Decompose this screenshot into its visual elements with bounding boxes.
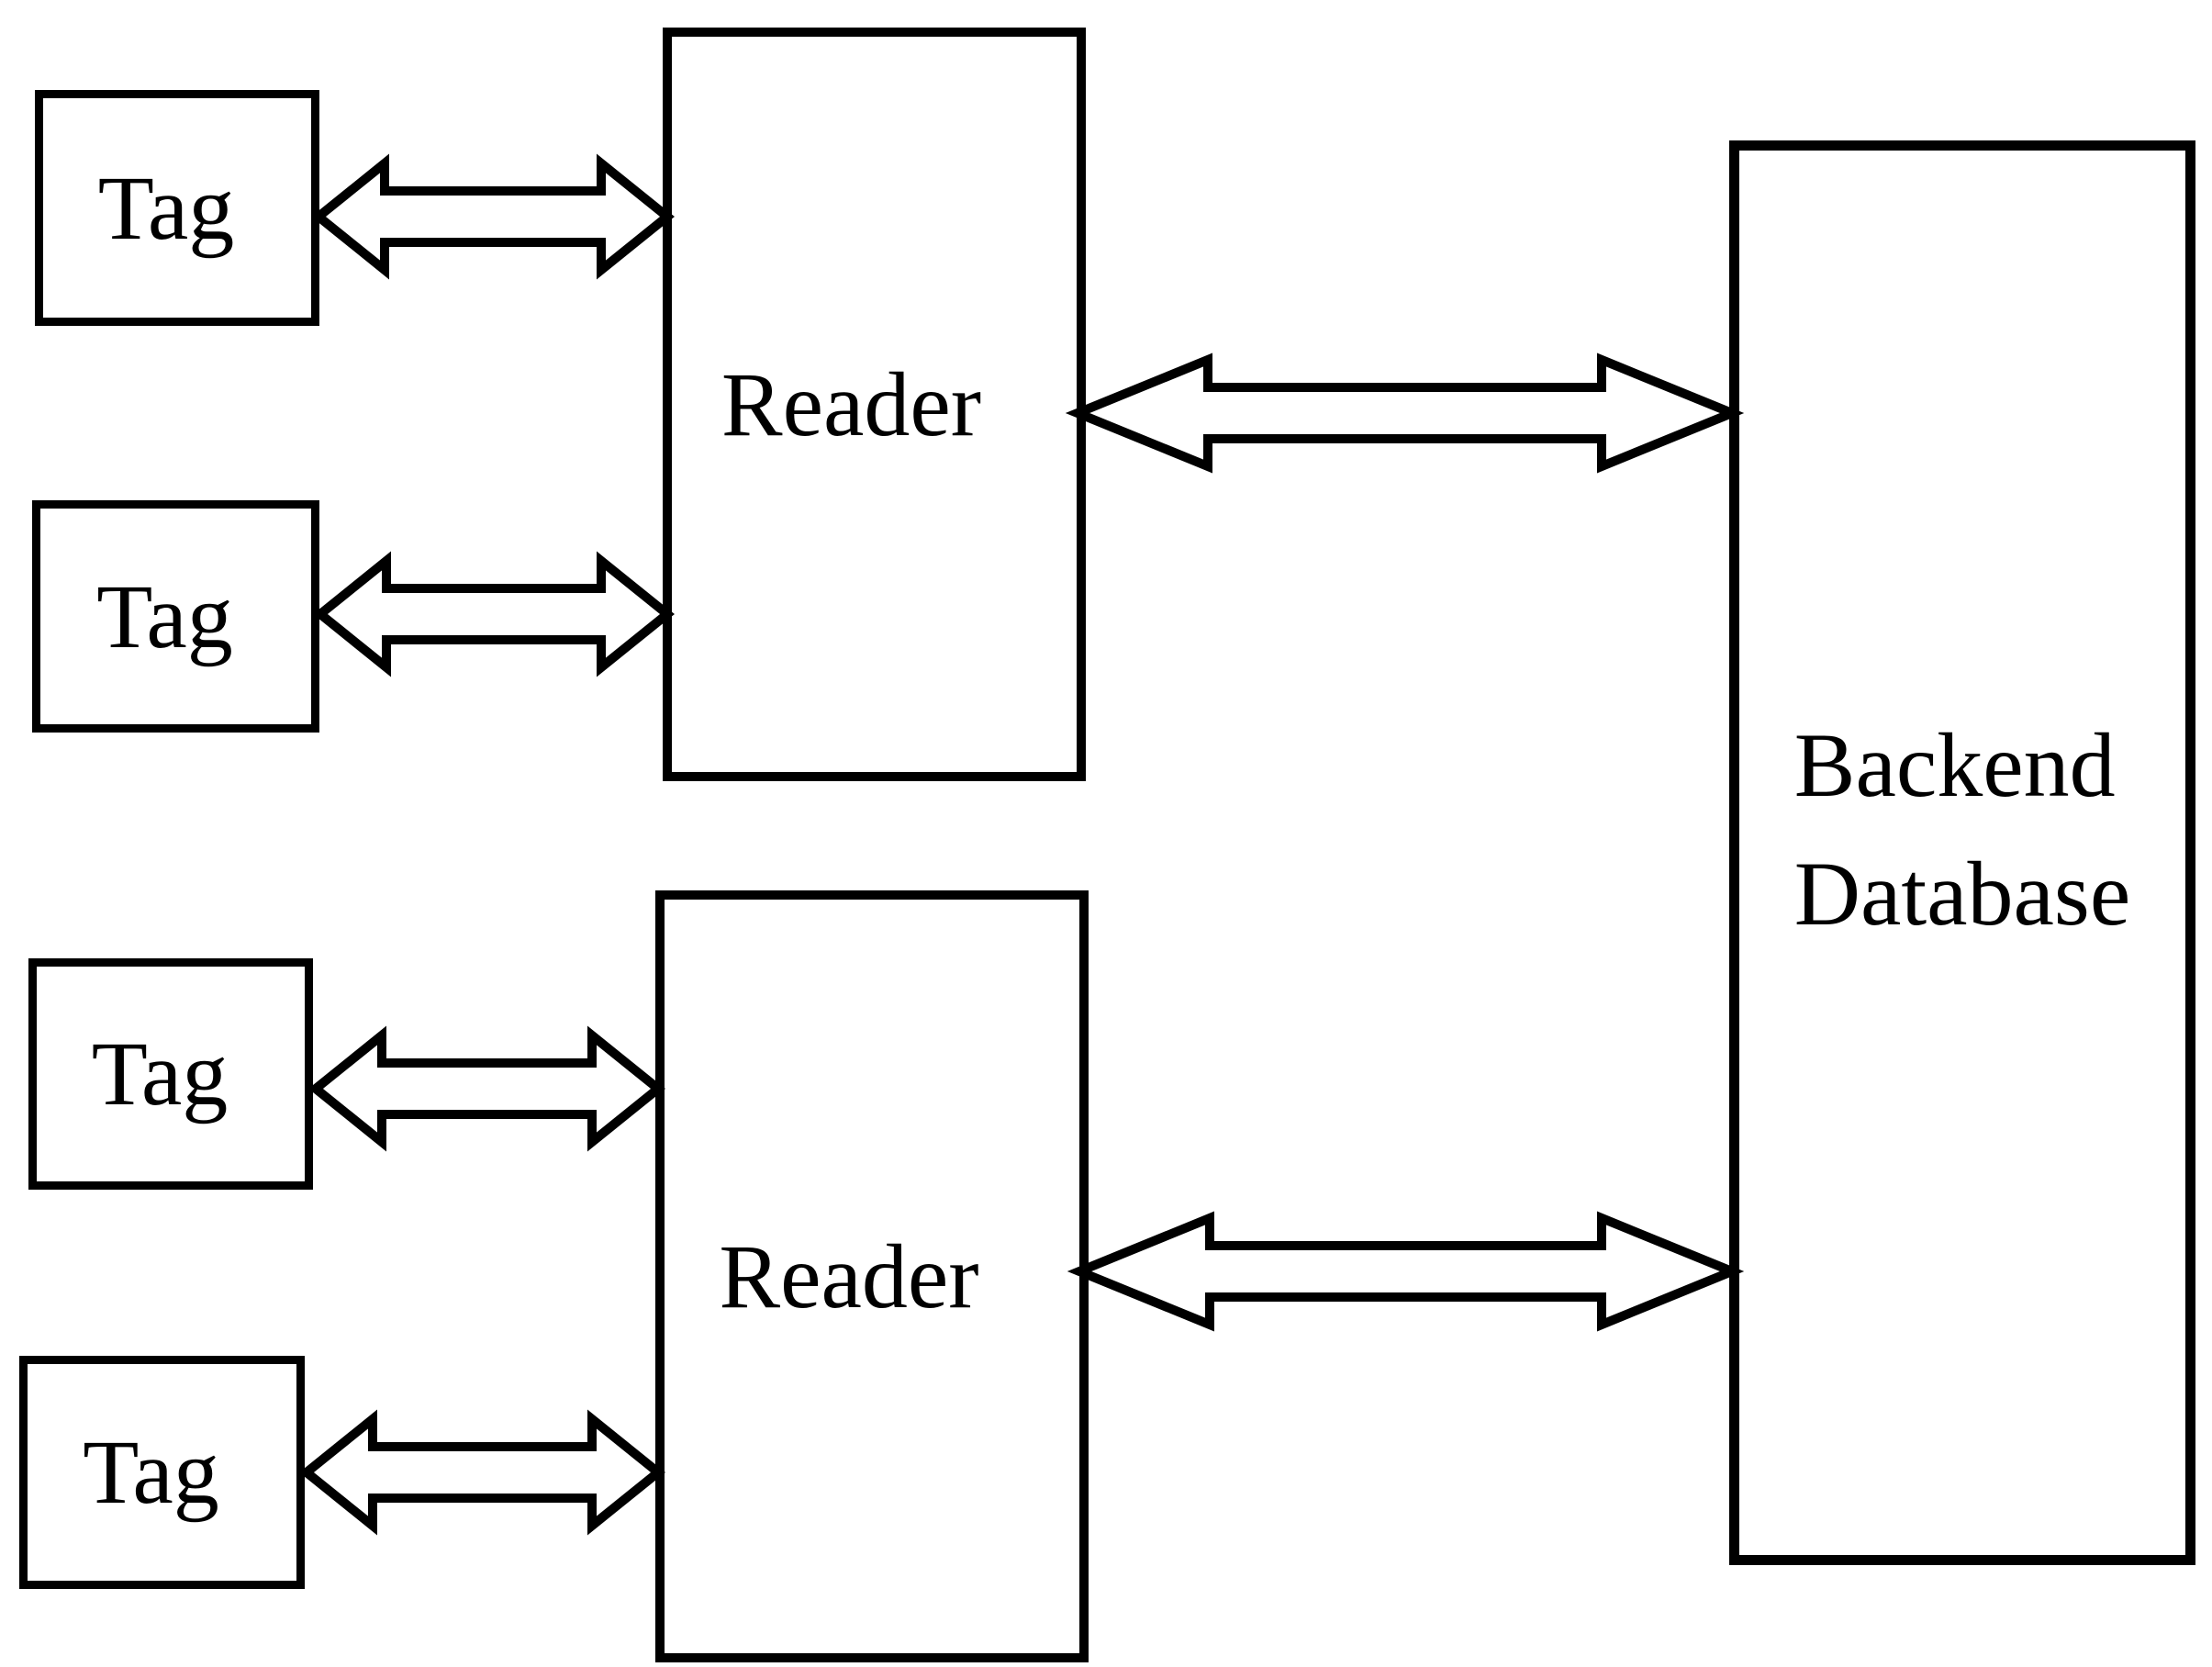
backend-database-label: Backend Database <box>1794 701 2130 958</box>
bidirectional-arrow-tag3-reader2 <box>308 1025 665 1152</box>
reader-node-1-label: Reader <box>721 352 982 455</box>
backend-database-node: Backend Database <box>1729 140 2195 1565</box>
bidirectional-arrow-tag2-reader1 <box>313 551 675 677</box>
tag-node-3-label: Tag <box>91 1023 229 1124</box>
tag-node-2: Tag <box>32 500 319 733</box>
bidirectional-arrow-reader2-database <box>1067 1211 1745 1332</box>
reader-node-2-label: Reader <box>719 1225 979 1327</box>
tag-node-4: Tag <box>19 1356 305 1589</box>
reader-node-2: Reader <box>655 890 1089 1662</box>
bidirectional-arrow-tag4-reader2 <box>299 1409 665 1536</box>
tag-node-3: Tag <box>28 958 313 1190</box>
backend-database-label-line1: Backend <box>1793 714 2116 816</box>
tag-node-2-label: Tag <box>96 565 233 667</box>
backend-database-label-line2: Database <box>1793 843 2131 945</box>
bidirectional-arrow-reader1-database <box>1065 352 1745 474</box>
bidirectional-arrow-tag1-reader1 <box>311 153 675 280</box>
tag-node-1: Tag <box>35 90 319 326</box>
tag-node-4-label: Tag <box>83 1421 219 1523</box>
tag-node-1-label: Tag <box>97 156 235 259</box>
reader-node-1: Reader <box>663 28 1086 781</box>
